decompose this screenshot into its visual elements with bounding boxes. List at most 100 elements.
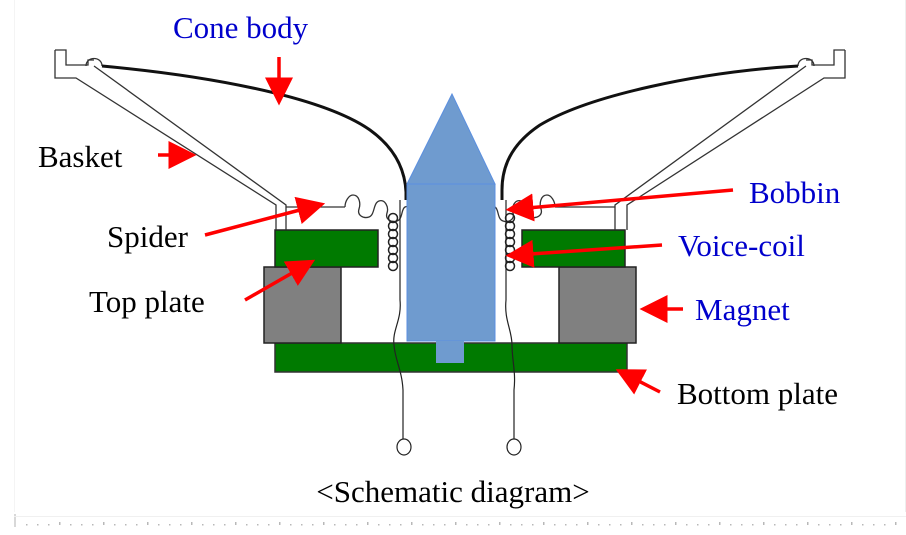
ruler-tick — [565, 524, 567, 526]
label-bottom-plate: Bottom plate — [677, 376, 838, 411]
ruler-tick — [213, 524, 215, 526]
ruler-tick — [147, 522, 149, 525]
voice-coil-right — [504, 212, 516, 272]
label-voice-coil: Voice-coil — [678, 228, 805, 263]
ruler-tick — [686, 524, 688, 526]
ruler-tick — [92, 524, 94, 526]
ruler-tick — [895, 522, 897, 525]
ruler-ticks-svg — [26, 522, 897, 526]
ruler-tick — [884, 524, 886, 526]
voice-coil-left — [387, 212, 399, 272]
lead-wire-right — [505, 200, 516, 440]
ruler-tick — [114, 524, 116, 526]
ruler-tick — [125, 524, 127, 526]
ruler-tick — [521, 524, 523, 526]
ruler-tick — [862, 524, 864, 526]
label-magnet: Magnet — [695, 292, 790, 327]
ruler-tick — [785, 524, 787, 526]
ruler-tick — [257, 524, 259, 526]
magnet-left — [263, 266, 342, 344]
ruler-tick — [389, 524, 391, 526]
ruler-tick — [26, 524, 28, 526]
pole-piece-stem — [436, 341, 464, 363]
coil-turn — [387, 220, 399, 232]
ruler-tick — [466, 524, 468, 526]
coil-turn — [387, 212, 399, 224]
ruler-tick — [697, 524, 699, 526]
ruler-tick — [763, 522, 765, 525]
ruler-tick — [543, 522, 545, 525]
ruler-tick — [180, 524, 182, 526]
arrow-voice-coil — [505, 239, 663, 268]
ruler-tick — [664, 524, 666, 526]
label-top-plate: Top plate — [89, 284, 205, 319]
ruler-tick — [422, 524, 424, 526]
ruler-tick — [796, 524, 798, 526]
ruler-tick — [378, 524, 380, 526]
terminal-left — [396, 438, 412, 456]
ruler-tick — [488, 524, 490, 526]
ruler-marker — [14, 514, 16, 527]
ruler-tick — [719, 522, 721, 525]
pole-piece-tip — [406, 92, 496, 185]
ruler-tick — [598, 524, 600, 526]
ruler-tick — [510, 524, 512, 526]
label-spider: Spider — [107, 219, 189, 254]
ruler-tick — [807, 522, 809, 525]
ruler-tick — [345, 524, 347, 526]
ruler-tick — [70, 524, 72, 526]
ruler-tick — [81, 524, 83, 526]
ruler-tick — [631, 522, 633, 525]
coil-turn — [387, 252, 399, 264]
ruler-tick — [620, 524, 622, 526]
arrow-spider — [204, 196, 326, 237]
terminal-right — [506, 438, 522, 456]
ruler-tick — [609, 524, 611, 526]
ruler-tick — [873, 524, 875, 526]
ruler-tick — [433, 524, 435, 526]
ruler-tick — [400, 524, 402, 526]
ruler-tick — [774, 524, 776, 526]
ruler-tick — [169, 524, 171, 526]
ruler-tick — [224, 524, 226, 526]
ruler-tick — [334, 524, 336, 526]
ruler-tick — [279, 522, 281, 525]
diagram-title: <Schematic diagram> — [316, 474, 589, 509]
coil-turn — [387, 236, 399, 248]
ruler-tick — [708, 524, 710, 526]
ruler-tick — [411, 522, 413, 525]
ruler-tick — [829, 524, 831, 526]
coil-turn — [387, 244, 399, 256]
spider-left — [344, 194, 413, 223]
ruler-tick — [851, 522, 853, 525]
pole-piece-body — [406, 183, 496, 342]
cone-body-left — [101, 64, 408, 200]
ruler-tick — [840, 524, 842, 526]
ruler-tick — [136, 524, 138, 526]
magnet-right — [558, 266, 637, 344]
ruler-tick — [675, 522, 677, 525]
label-bobbin: Bobbin — [749, 175, 841, 210]
ruler-tick — [752, 524, 754, 526]
left-edge-line — [14, 0, 15, 512]
ruler-tick — [730, 524, 732, 526]
arrow-bottom-plate — [615, 369, 661, 395]
ruler-tick — [455, 522, 457, 525]
ruler-tick — [202, 524, 204, 526]
ruler-tick — [48, 524, 50, 526]
ruler-tick — [576, 524, 578, 526]
label-cone-body: Cone body — [173, 10, 309, 45]
bottom-dotted-ruler — [14, 516, 906, 527]
ruler-tick — [741, 524, 743, 526]
ruler-tick — [246, 524, 248, 526]
ruler-tick — [37, 524, 39, 526]
ruler-tick — [367, 522, 369, 525]
surround-left — [85, 57, 103, 67]
ruler-tick — [818, 524, 820, 526]
surround-right — [797, 57, 815, 67]
ruler-tick — [323, 522, 325, 525]
ruler-tick — [554, 524, 556, 526]
label-basket: Basket — [38, 139, 123, 174]
